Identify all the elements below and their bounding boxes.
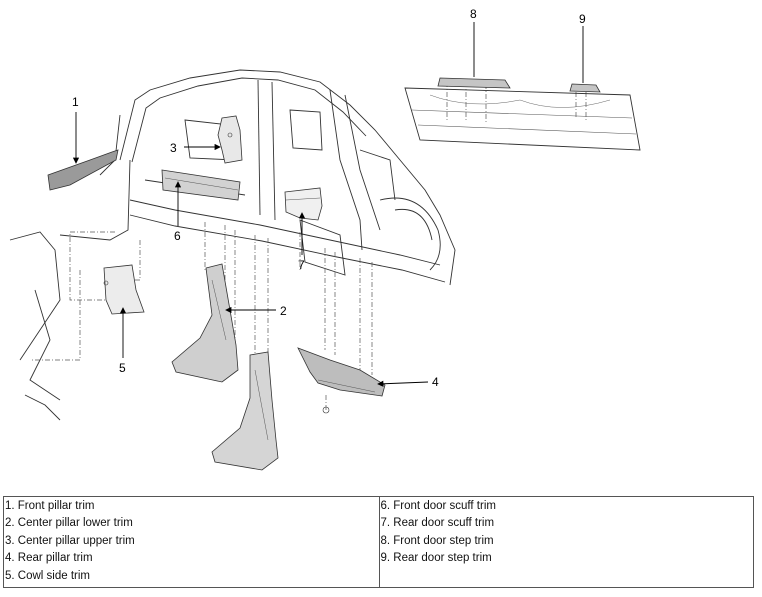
callout-2: 2 (280, 304, 287, 318)
rear-door-scuff-trim-part (284, 187, 323, 221)
legend-column-left: 1. Front pillar trim 2. Center pillar lo… (4, 497, 379, 587)
center-pillar-lower-trim-part (171, 263, 239, 383)
rear-pillar-trim-part (297, 347, 386, 414)
legend-item-rear-door-step-trim: 9. Rear door step trim (380, 552, 492, 565)
front-door-step-trim-part (437, 77, 511, 89)
legend-item-center-pillar-upper-trim: 3. Center pillar upper trim (5, 534, 135, 547)
center-pillar-upper-trim-part (217, 115, 243, 164)
legend-item-rear-pillar-trim: 4. Rear pillar trim (5, 552, 93, 565)
legend-item-front-door-scuff-trim: 6. Front door scuff trim (380, 500, 496, 512)
rear-door-step-trim-part (569, 83, 601, 93)
exploded-trim-diagram: 1 2 3 4 5 6 7 8 9 (9, 7, 641, 471)
callout-5: 5 (119, 361, 126, 375)
leader-arrow-4 (377, 380, 429, 387)
legend-item-center-pillar-lower-trim: 2. Center pillar lower trim (5, 517, 133, 530)
callout-7: 7 (298, 258, 305, 272)
callout-8: 8 (470, 7, 477, 21)
rear-body-panel (404, 87, 641, 151)
legend-item-cowl-side-trim: 5. Cowl side trim (5, 569, 90, 582)
front-door-scuff-trim-part (161, 169, 241, 201)
leader-arrows (72, 22, 584, 387)
cowl-side-trim-part (103, 264, 145, 315)
center-pillar-lower-trim-part-detail (211, 351, 279, 471)
legend-item-front-pillar-trim: 1. Front pillar trim (5, 500, 95, 512)
legend-column-right: 6. Front door scuff trim 7. Rear door sc… (378, 497, 754, 587)
callout-4: 4 (432, 375, 439, 389)
callout-6: 6 (174, 229, 181, 243)
callout-1: 1 (72, 95, 79, 109)
legend-item-rear-door-scuff-trim: 7. Rear door scuff trim (380, 517, 495, 530)
callout-3: 3 (170, 141, 177, 155)
front-pillar-trim-part (47, 149, 119, 191)
legend-item-front-door-step-trim: 8. Front door step trim (380, 534, 494, 547)
parts-legend-table: 1. Front pillar trim 2. Center pillar lo… (3, 496, 754, 588)
callout-9: 9 (579, 12, 586, 26)
